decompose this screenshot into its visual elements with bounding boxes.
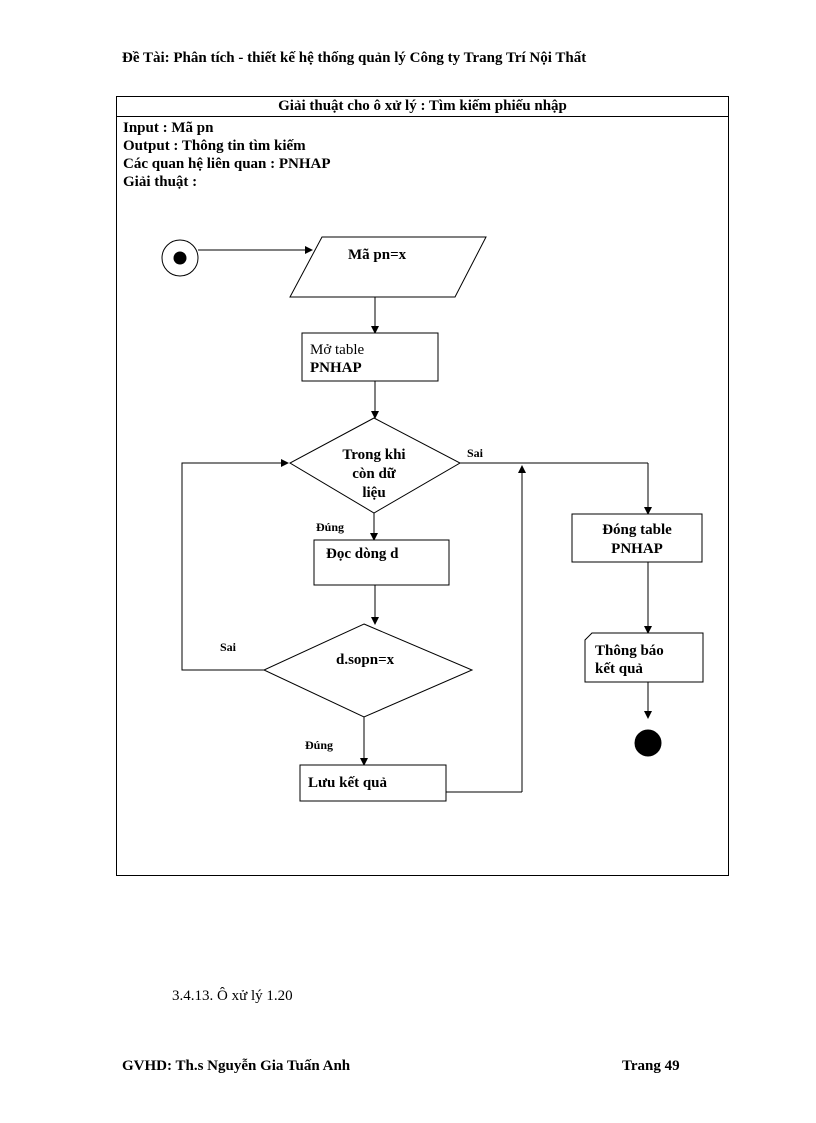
label-dung-1: Đúng	[316, 520, 344, 534]
label-dung-2: Đúng	[305, 738, 333, 752]
open-table-text-1: Mở table	[310, 342, 365, 358]
open-table-box	[301, 332, 439, 382]
relations-line: Các quan hệ liên quan : PNHAP	[123, 156, 331, 172]
sai-loop-line	[181, 459, 289, 671]
close-table-text-2: PNHAP	[611, 541, 663, 557]
notify-text-2: kết quả	[595, 661, 643, 677]
loop-text-2: còn dữ	[352, 466, 397, 482]
footer-instructor: GVHD: Th.s Nguyễn Gia Tuấn Anh	[122, 1058, 351, 1074]
close-table-text-1: Đóng table	[602, 522, 672, 538]
notify-box	[584, 632, 704, 683]
label-sai-1: Sai	[467, 446, 484, 460]
loop-text-3: liệu	[362, 485, 385, 501]
compare-diamond	[262, 623, 474, 718]
section-caption: 3.4.13. Ô xử lý 1.20	[172, 988, 293, 1004]
loop-text-1: Trong khi	[342, 447, 405, 463]
read-row-box	[313, 539, 450, 586]
save-result-box	[299, 764, 447, 802]
algorithm-title: Giải thuật cho ô xử lý : Tìm kiếm phiếu …	[117, 97, 728, 117]
notify-text-1: Thông báo	[595, 643, 664, 659]
input-shape-text: Mã pn=x	[348, 247, 407, 263]
algorithm-label: Giải thuật :	[123, 174, 198, 190]
footer-page-number: Trang 49	[622, 1058, 680, 1074]
read-row-text: Đọc dòng d	[326, 546, 399, 562]
page-header: Đề Tài: Phân tích - thiết kế hệ thống qu…	[122, 50, 587, 66]
start-dot	[173, 251, 187, 265]
label-sai-2: Sai	[220, 640, 237, 654]
input-line: Input : Mã pn	[123, 120, 214, 136]
close-table-box	[571, 513, 703, 563]
algorithm-frame: Giải thuật cho ô xử lý : Tìm kiếm phiếu …	[116, 96, 729, 876]
save-result-text: Lưu kết quả	[308, 775, 388, 791]
input-parallelogram	[289, 236, 487, 298]
compare-text: d.sopn=x	[336, 652, 395, 668]
output-line: Output : Thông tin tìm kiếm	[123, 138, 306, 154]
open-table-text-2: PNHAP	[310, 360, 362, 376]
end-node	[634, 729, 662, 757]
